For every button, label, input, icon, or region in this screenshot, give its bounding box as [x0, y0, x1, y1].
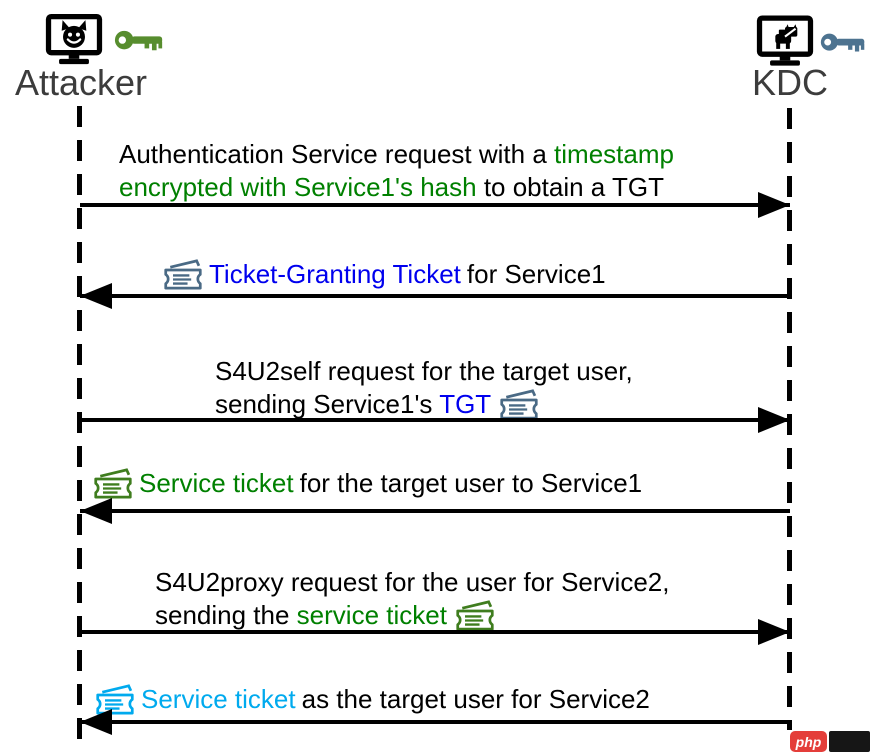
slate-key-icon	[820, 29, 866, 57]
message-1-line1: Authentication Service request with a ti…	[119, 139, 674, 169]
message-2-arrow	[80, 294, 790, 298]
actor-label-attacker: Attacker	[14, 62, 148, 103]
message-3-arrowhead	[758, 407, 790, 433]
ticket-icon	[95, 684, 135, 715]
message-5-arrow	[80, 630, 790, 634]
message-5-line2: sending the service ticket	[155, 599, 669, 632]
message-1-line2: encrypted with Service1's hash to obtain…	[119, 172, 664, 202]
devil-computer-icon	[45, 12, 103, 67]
message-4-arrow	[80, 509, 790, 513]
message-5-line1: S4U2proxy request for the user for Servi…	[155, 567, 670, 597]
message-4-arrowhead	[80, 498, 112, 524]
ticket-icon	[163, 259, 203, 290]
message-4-label: Service ticket for the target user to Se…	[93, 467, 642, 500]
green-key-icon	[114, 26, 164, 56]
message-6-arrowhead	[80, 709, 112, 735]
ticket-icon	[499, 389, 539, 420]
message-6-label: Service ticket as the target user for Se…	[95, 683, 650, 716]
message-3-label: S4U2self request for the target user, se…	[215, 355, 633, 421]
kerberos-dog-computer-icon	[756, 14, 814, 68]
ticket-icon	[455, 600, 495, 631]
message-5-arrowhead	[758, 619, 790, 645]
php-watermark-dark-block	[829, 731, 870, 752]
message-1-label: Authentication Service request with a ti…	[119, 138, 674, 204]
message-1-arrow	[80, 203, 790, 207]
message-6-arrow	[80, 720, 790, 724]
message-3-arrow	[80, 418, 790, 422]
lifeline-attacker	[77, 106, 82, 752]
message-2-label: Ticket-Granting Ticket for Service1	[163, 258, 606, 291]
message-2-arrowhead	[80, 283, 112, 309]
message-5-label: S4U2proxy request for the user for Servi…	[155, 566, 669, 632]
message-3-line1: S4U2self request for the target user,	[215, 356, 633, 386]
ticket-icon	[93, 468, 133, 499]
php-watermark-badge: php	[790, 731, 827, 752]
message-3-line2: sending Service1's TGT	[215, 388, 633, 421]
actor-label-kdc: KDC	[751, 62, 828, 103]
message-1-arrowhead	[758, 192, 790, 218]
